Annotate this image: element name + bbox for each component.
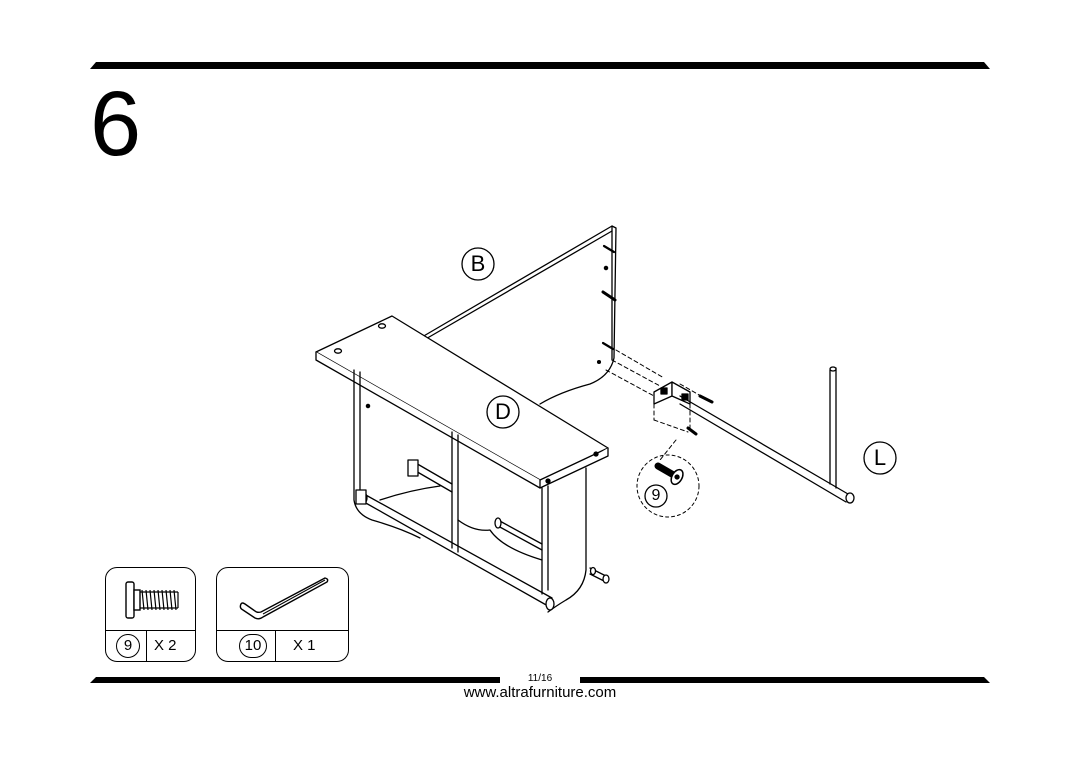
guide-lines <box>605 349 709 461</box>
label-d-circle <box>486 395 520 429</box>
label-d: D <box>495 399 511 424</box>
website-url[interactable]: www.altrafurniture.com <box>463 684 617 701</box>
hardware-box-10: 10 X 1 <box>216 567 349 662</box>
hardware-10-quantity: X 1 <box>293 637 316 654</box>
panel-d <box>315 315 609 489</box>
shelf-rods <box>355 459 610 611</box>
hardware-9-number: 9 <box>116 634 140 658</box>
bolt-icon <box>654 462 684 486</box>
page-number: 11/16 <box>500 673 580 684</box>
hardware-10-number: 10 <box>239 634 267 658</box>
panel-b <box>421 225 617 405</box>
hardware-callout <box>636 454 700 518</box>
label-b-circle <box>461 247 495 281</box>
left-side-panel <box>353 369 587 613</box>
rod-l <box>679 366 855 504</box>
hardware-box-9: 9 X 2 <box>105 567 196 662</box>
bolt-icon <box>125 581 179 619</box>
bracket-assembly <box>653 381 714 436</box>
label-b: B <box>470 251 486 276</box>
step-number: 6 <box>90 73 142 175</box>
allen-key-icon <box>239 577 329 620</box>
label-l: L <box>873 445 887 470</box>
hardware-9-quantity: X 2 <box>154 637 177 654</box>
top-rule <box>90 62 990 69</box>
callout-hardware-number: 9 <box>651 487 661 504</box>
label-l-circle <box>863 441 897 475</box>
